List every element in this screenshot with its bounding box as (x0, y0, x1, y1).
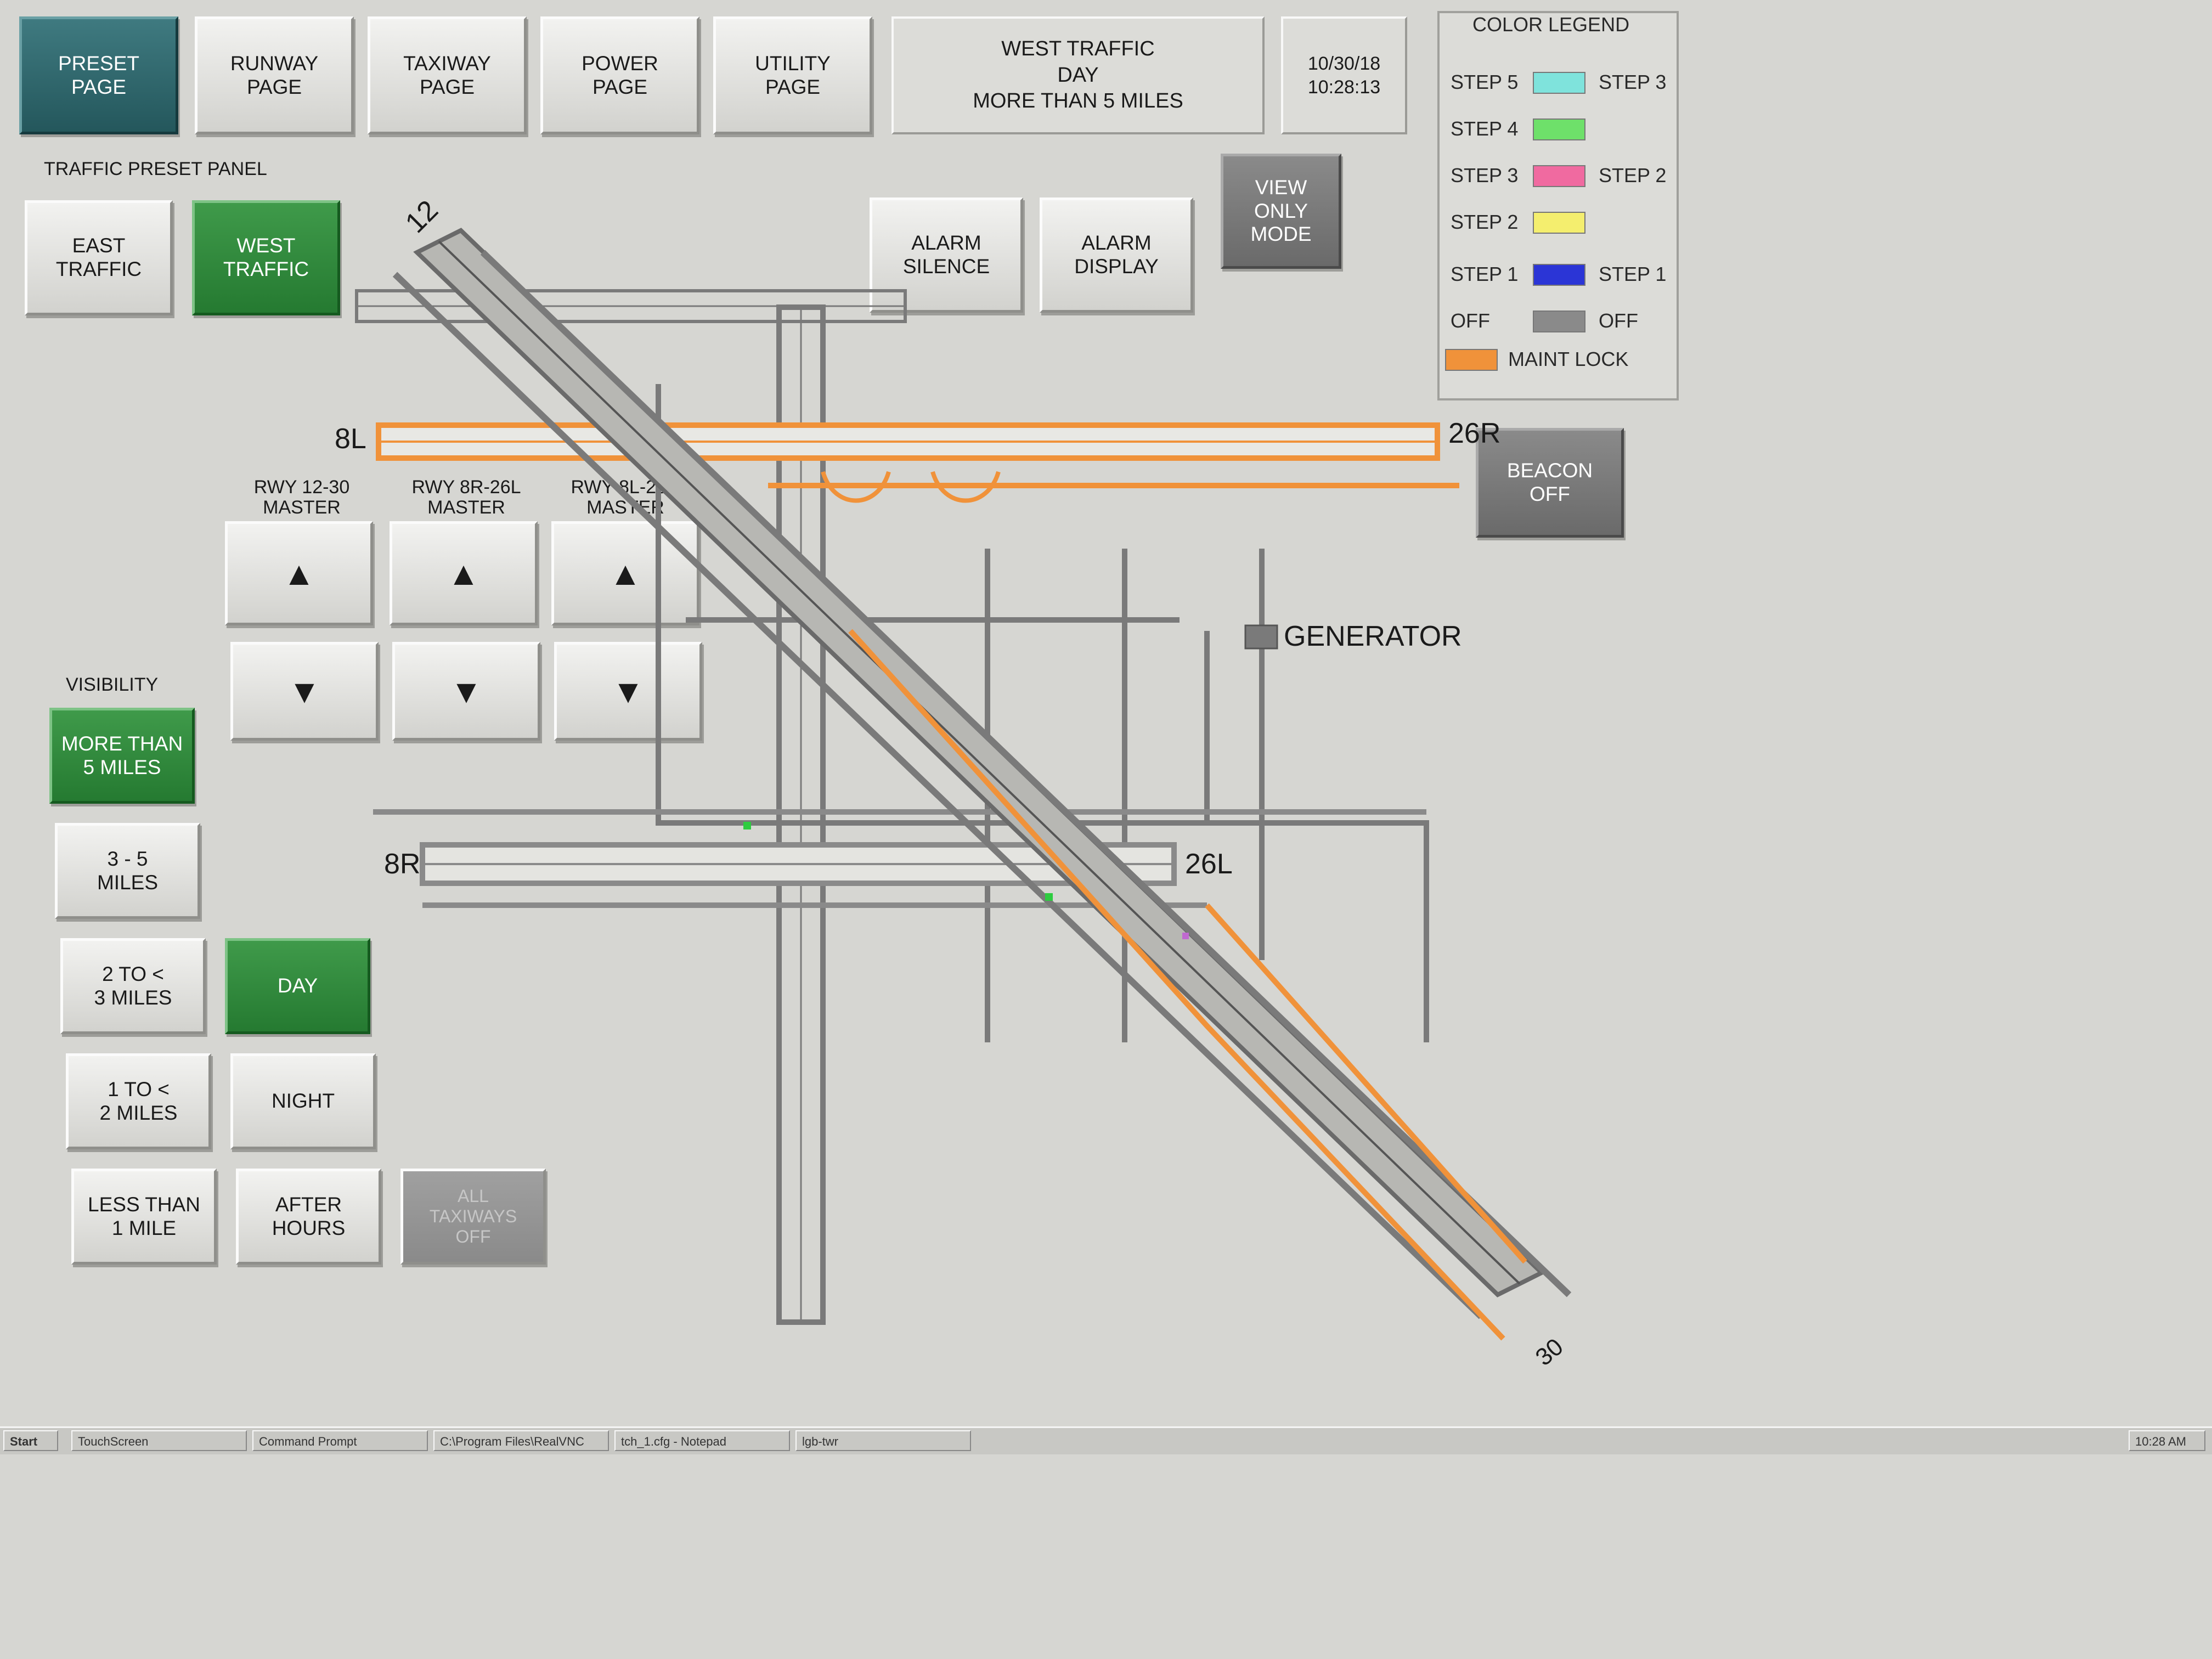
rwy-12-30-up-button[interactable]: ▲ (225, 521, 373, 625)
status-light-green-2 (1045, 893, 1053, 901)
airfield-map (355, 228, 1572, 1341)
power-page-button[interactable]: POWER PAGE (540, 16, 699, 134)
visibility-2-to-3-miles-button[interactable]: 2 TO < 3 MILES (60, 938, 206, 1034)
all-taxiways-off-button[interactable]: ALL TAXIWAYS OFF (400, 1169, 546, 1265)
legend-right-label: OFF (1599, 309, 1638, 332)
rwy-8r-26l-down-button[interactable]: ▼ (392, 642, 540, 741)
start-button[interactable]: Start (3, 1430, 58, 1451)
runway-8r-26l (373, 809, 1426, 908)
taskbar-item-touchscreen[interactable]: TouchScreen (71, 1430, 247, 1451)
runway-8r-label: 8R (384, 848, 421, 880)
legend-swatch (1533, 72, 1585, 94)
taskbar: Start TouchScreen Command Prompt C:\Prog… (0, 1426, 2212, 1454)
runway-26r-label: 26R (1448, 417, 1501, 449)
legend-swatch (1533, 165, 1585, 187)
generator-icon (1244, 624, 1278, 650)
legend-swatch (1533, 264, 1585, 286)
view-only-mode-button[interactable]: VIEW ONLY MODE (1221, 154, 1341, 269)
night-button[interactable]: NIGHT (230, 1053, 376, 1149)
legend-left-label: STEP 5 (1451, 71, 1519, 93)
runway-12-30 (392, 228, 1572, 1341)
after-hours-button[interactable]: AFTER HOURS (236, 1169, 381, 1265)
legend-swatch (1445, 349, 1498, 371)
legend-swatch (1533, 119, 1585, 140)
rwy-8r-26l-master-label: RWY 8R-26L MASTER (411, 477, 521, 518)
traffic-mode-display: WEST TRAFFIC DAY MORE THAN 5 MILES (891, 16, 1265, 134)
beacon-off-button[interactable]: BEACON OFF (1476, 428, 1624, 538)
alarm-display-button[interactable]: ALARM DISPLAY (1040, 198, 1193, 313)
legend-left-label: STEP 2 (1451, 211, 1519, 233)
legend-left-label: STEP 1 (1451, 263, 1519, 285)
legend-left-label: OFF (1451, 309, 1490, 332)
rwy-12-30-master-label: RWY 12-30 MASTER (253, 477, 350, 518)
status-light-purple (1182, 933, 1189, 939)
utility-page-button[interactable]: UTILITY PAGE (713, 16, 872, 134)
east-traffic-button[interactable]: EAST TRAFFIC (25, 200, 173, 315)
status-light-green-1 (743, 822, 751, 830)
generator-label: GENERATOR (1284, 620, 1462, 652)
legend-right-label: STEP 3 (1599, 71, 1667, 93)
preset-page-button[interactable]: PRESET PAGE (19, 16, 178, 134)
taskbar-item-notepad[interactable]: tch_1.cfg - Notepad (614, 1430, 790, 1451)
legend-left-label: STEP 4 (1451, 117, 1519, 140)
day-button[interactable]: DAY (225, 938, 370, 1034)
runway-page-button[interactable]: RUNWAY PAGE (195, 16, 354, 134)
date-time-display: 10/30/18 10:28:13 (1281, 16, 1407, 134)
legend-swatch (1533, 311, 1585, 332)
taskbar-item-command-prompt[interactable]: Command Prompt (252, 1430, 428, 1451)
rwy-12-30-down-button[interactable]: ▼ (230, 642, 379, 741)
rwy-8r-26l-up-button[interactable]: ▲ (390, 521, 538, 625)
legend-swatch (1533, 212, 1585, 234)
alarm-silence-button[interactable]: ALARM SILENCE (870, 198, 1023, 313)
visibility-title: VISIBILITY (66, 674, 159, 695)
taskbar-item-lgb-twr[interactable]: lgb-twr (795, 1430, 971, 1451)
legend-right-label: STEP 1 (1599, 263, 1667, 285)
taskbar-clock: 10:28 AM (2129, 1430, 2205, 1451)
runway-8l-26r (376, 422, 1459, 503)
rwy-8l-26r-down-button[interactable]: ▼ (554, 642, 702, 741)
visibility-more-than-5-miles-button[interactable]: MORE THAN 5 MILES (49, 708, 195, 804)
legend-title: COLOR LEGEND (1472, 13, 1630, 36)
legend-left-label: STEP 3 (1451, 164, 1519, 187)
traffic-preset-panel-title: TRAFFIC PRESET PANEL (44, 159, 267, 179)
legend-right-label: STEP 2 (1599, 164, 1667, 187)
visibility-1-to-2-miles-button[interactable]: 1 TO < 2 MILES (66, 1053, 211, 1149)
runway-8l-label: 8L (335, 423, 366, 455)
taxiway-page-button[interactable]: TAXIWAY PAGE (368, 16, 527, 134)
visibility-3-5-miles-button[interactable]: 3 - 5 MILES (55, 823, 200, 919)
runway-26l-label: 26L (1185, 848, 1233, 880)
west-traffic-button[interactable]: WEST TRAFFIC (192, 200, 340, 315)
legend-left-label: MAINT LOCK (1508, 348, 1629, 370)
visibility-less-than-1-mile-button[interactable]: LESS THAN 1 MILE (71, 1169, 217, 1265)
color-legend: COLOR LEGEND STEP 5 STEP 3 STEP 4 STEP 3 STE… (1437, 11, 1679, 400)
taskbar-item-realvnc[interactable]: C:\Program Files\RealVNC (433, 1430, 609, 1451)
